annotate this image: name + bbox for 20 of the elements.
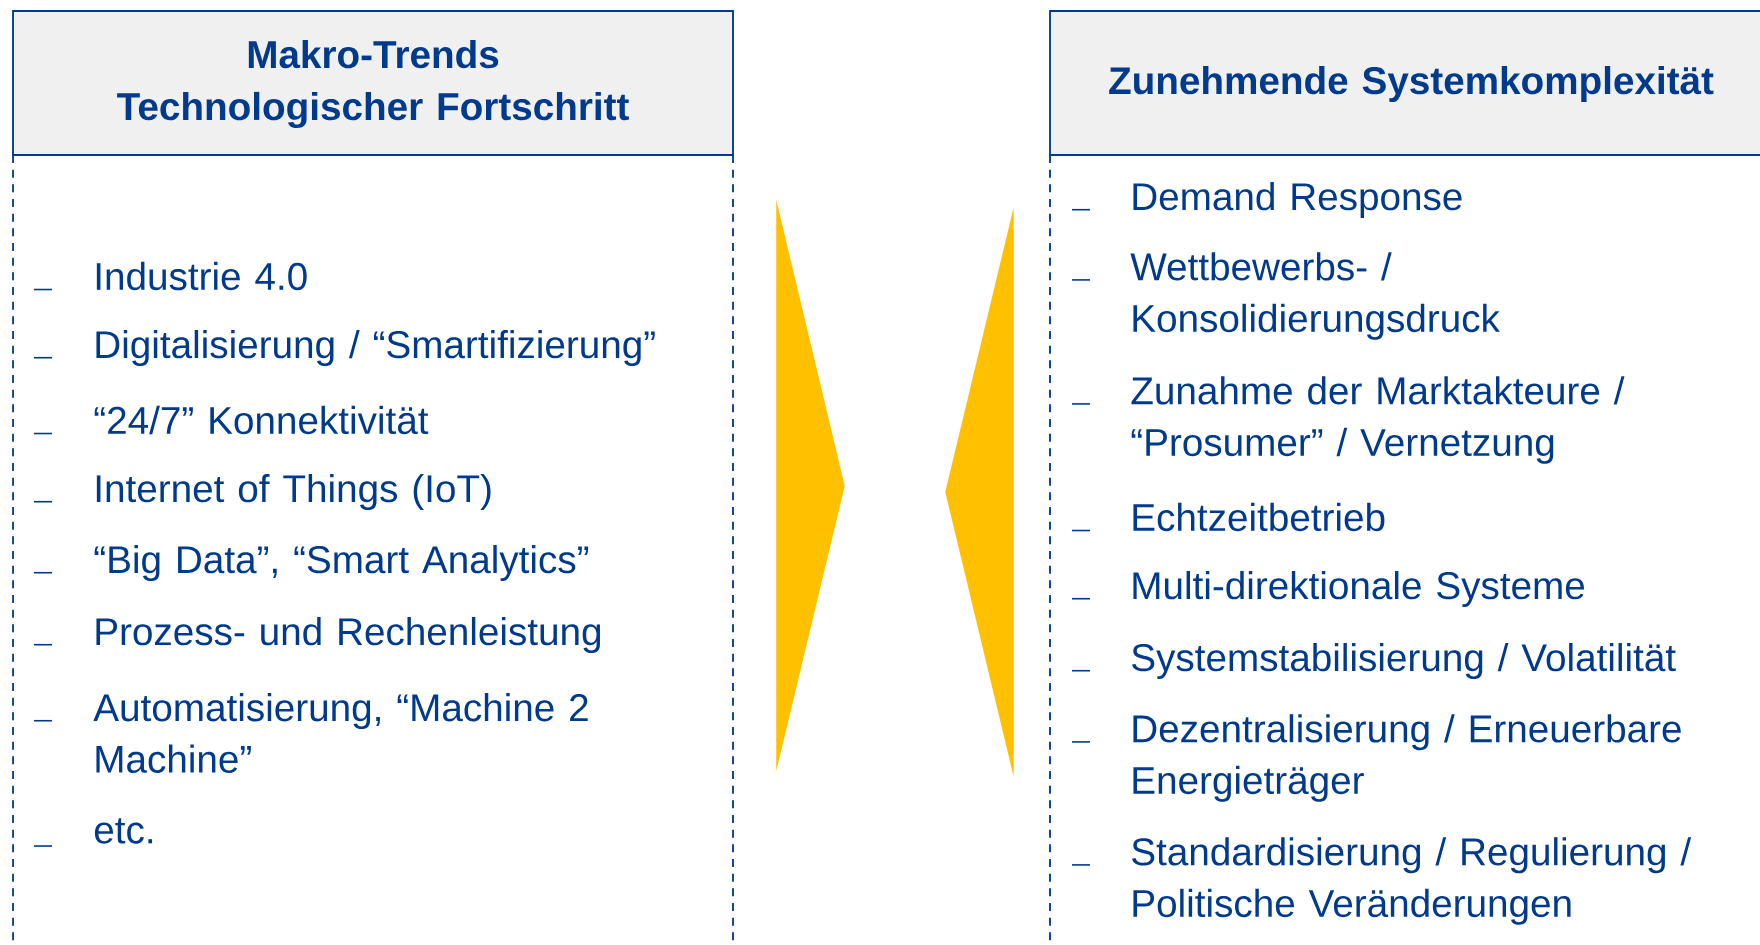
list-item: “24/7” Konnektivität	[94, 405, 429, 435]
panel-heading: Zunehmende Systemkomplexität	[1109, 65, 1714, 102]
list-item: Dezentralisierung / Erneuerbare Energieträger	[1133, 714, 1681, 802]
list-item: Demand Response	[1133, 181, 1462, 218]
list-item: Multi-direktionale Systeme	[1133, 570, 1585, 607]
list-item: Echtzeitbetrieb	[1133, 502, 1385, 532]
list-item: “Big Data”, “Smart Analytics”	[94, 544, 589, 581]
list-item: Automatisierung, “Machine 2 Machine”	[93, 693, 588, 773]
list-item: Digitalisierung / “Smartifizierung”	[96, 329, 655, 366]
arrow	[945, 207, 1014, 777]
list-item: Prozess- und Rechenleistung	[96, 616, 601, 653]
list-item: Zunahme der Marktakteure / “Prosumer” / Vernetzung	[1131, 376, 1625, 464]
list-item: Standardisierung / Regulierung / Politische Veränderungen	[1132, 837, 1692, 925]
list-item: Internet of Things (IoT)	[96, 473, 491, 510]
list-item: etc.	[94, 818, 153, 844]
panel-heading: Makro-Trends Technologischer Fortschritt	[117, 39, 629, 129]
list-item: Systemstabilisierung / Volatilität	[1132, 642, 1676, 679]
list-item: Wettbewerbs- / Konsolidierungsdruck	[1130, 252, 1500, 340]
list-item: Industrie 4.0	[96, 261, 307, 291]
arrow	[776, 200, 845, 771]
